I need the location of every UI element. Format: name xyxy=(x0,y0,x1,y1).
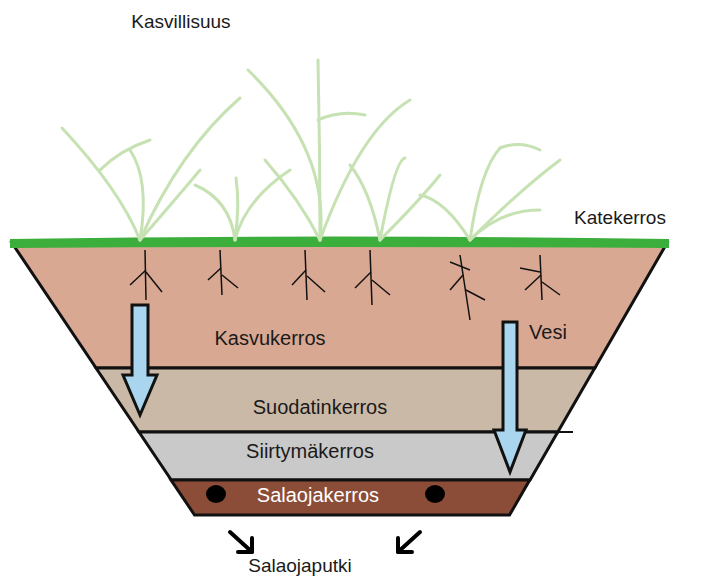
plant-stem xyxy=(235,178,238,240)
water-label: Vesi xyxy=(529,321,567,343)
layer-name: Kasvukerros xyxy=(214,327,325,349)
plant-stem xyxy=(420,195,470,240)
layer-fill xyxy=(12,243,667,368)
plant-stem xyxy=(140,170,200,240)
layer-fill xyxy=(139,432,558,480)
plant-stem xyxy=(100,140,150,170)
plant-stem xyxy=(140,98,240,240)
layer-name: Siirtymäkerros xyxy=(246,440,374,462)
plant-root xyxy=(460,255,470,320)
pointer-arrow xyxy=(230,532,252,552)
layer-name: Suodatinkerros xyxy=(253,396,388,418)
plant-root xyxy=(222,275,238,288)
drain-pipe xyxy=(425,485,445,503)
plant-root xyxy=(307,276,325,292)
water-arrow xyxy=(494,322,526,472)
plant-root xyxy=(130,270,146,285)
plant-stem xyxy=(500,144,540,150)
plant-stem xyxy=(265,160,320,240)
plant-root xyxy=(220,250,222,295)
growth-layer: Kasvukerros xyxy=(10,243,669,368)
plant-stem xyxy=(195,185,235,240)
drain-pipe-label: Salaojaputki xyxy=(248,556,352,577)
plant-stem xyxy=(380,175,440,240)
layer-fill xyxy=(96,368,595,432)
water-arrow xyxy=(123,305,157,415)
plant-root xyxy=(542,282,560,295)
plant-root xyxy=(370,250,372,305)
pointer-arrow xyxy=(238,538,252,552)
plant-root xyxy=(305,250,307,300)
cover-layer xyxy=(10,237,669,249)
plant-stem xyxy=(320,100,410,240)
vegetation-label: Kasvillisuus xyxy=(131,12,230,33)
plant-root xyxy=(540,255,542,300)
plant-stem xyxy=(350,165,380,240)
pointer-arrow xyxy=(398,538,412,552)
plant-root xyxy=(292,270,306,285)
layer-boundary xyxy=(557,431,573,433)
plant-root xyxy=(146,272,162,292)
plant-root xyxy=(208,268,221,280)
layer-shape xyxy=(10,243,669,368)
plant-root xyxy=(520,268,540,272)
plant-stem xyxy=(248,70,321,240)
plant-stem xyxy=(318,60,320,240)
drain-pipe xyxy=(206,485,226,503)
plant-root xyxy=(450,275,463,290)
layer-boundary xyxy=(573,367,594,369)
plant-root xyxy=(355,272,371,288)
plant-root xyxy=(372,280,390,295)
plant-stem xyxy=(470,210,540,240)
plant-stem xyxy=(130,150,143,240)
plant-stem xyxy=(62,128,140,240)
pointer-arrow xyxy=(398,532,420,552)
plant-stem xyxy=(318,113,365,120)
plant-root xyxy=(525,275,541,290)
plant-root xyxy=(450,262,470,270)
cover-layer-label: Katekerros xyxy=(574,208,666,229)
plant-stem xyxy=(470,160,560,240)
plant-root xyxy=(466,290,485,300)
layer-fill xyxy=(171,480,530,515)
filter-layer: Suodatinkerros xyxy=(94,368,597,432)
plant-root xyxy=(145,250,146,300)
layer-name: Salaojakerros xyxy=(257,484,379,506)
